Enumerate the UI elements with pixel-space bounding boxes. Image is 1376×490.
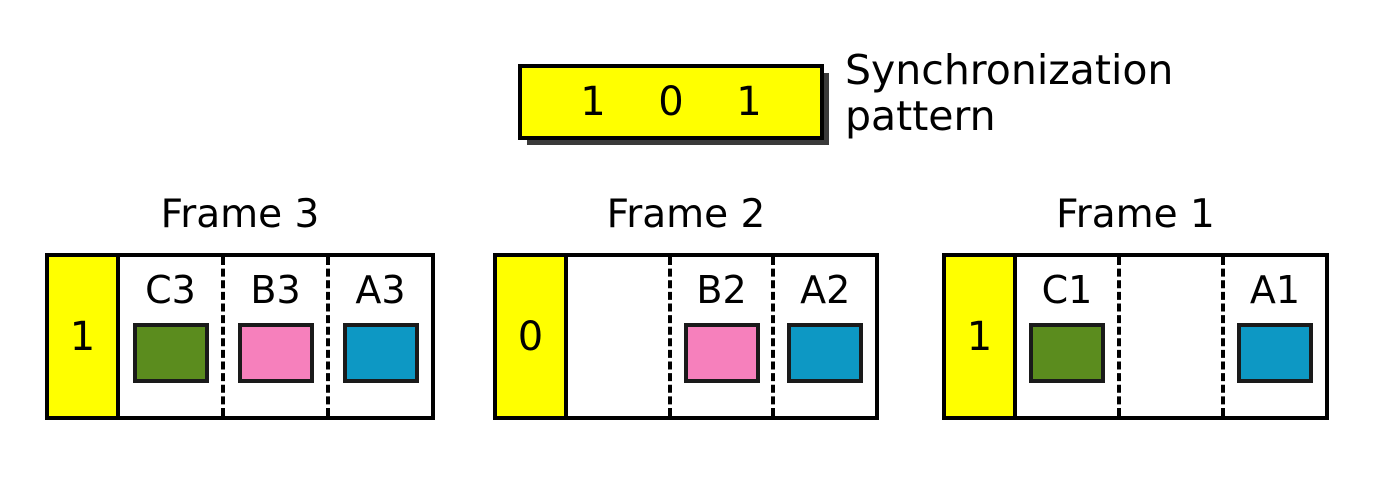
frame-1-box: 1 C1 A1 bbox=[942, 253, 1329, 420]
frame-1-title: Frame 1 bbox=[1056, 192, 1215, 237]
frame-2-slots: B2 A2 bbox=[568, 257, 875, 416]
frame-3-sync-bit-cell: 1 bbox=[49, 257, 120, 416]
sync-pattern-box: 1 0 1 bbox=[518, 64, 824, 140]
frame-2-slot-a-block bbox=[787, 323, 864, 383]
frame-3: Frame 3 1 C3 B3 A3 bbox=[45, 195, 435, 420]
frame-3-slot-a: A3 bbox=[326, 257, 431, 416]
frame-2-slot-a-label: A2 bbox=[800, 268, 851, 312]
frame-2-title: Frame 2 bbox=[606, 192, 766, 237]
frame-2-box: 0 B2 A2 bbox=[493, 253, 879, 420]
frame-1-sync-bit-cell: 1 bbox=[946, 257, 1017, 416]
frame-3-slot-c: C3 bbox=[120, 257, 221, 416]
sync-bit: 0 bbox=[658, 79, 684, 125]
frame-2-sync-bit-cell: 0 bbox=[497, 257, 568, 416]
frame-3-slot-b-label: B3 bbox=[250, 268, 301, 312]
synchronization-pattern-group: 1 0 1 bbox=[518, 64, 829, 145]
frame-3-slot-b-block bbox=[237, 323, 314, 383]
frame-1-slots: C1 A1 bbox=[1017, 257, 1325, 416]
frame-3-slots: C3 B3 A3 bbox=[120, 257, 431, 416]
frame-2-slot-b: B2 bbox=[667, 257, 772, 416]
frame-2-slot-c bbox=[568, 257, 668, 416]
frame-1-slot-c-block bbox=[1029, 323, 1105, 383]
sync-pattern-bits: 1 0 1 bbox=[522, 82, 820, 122]
frame-3-slot-b: B3 bbox=[221, 257, 326, 416]
frame-2: Frame 2 0 B2 A2 bbox=[493, 195, 879, 420]
sync-pattern-caption: Synchronization pattern bbox=[845, 46, 1174, 140]
frame-1-slot-a-label: A1 bbox=[1249, 268, 1301, 312]
sync-bit: 1 bbox=[580, 79, 606, 125]
frame-2-slot-a: A2 bbox=[771, 257, 875, 416]
frame-1-slot-a: A1 bbox=[1221, 257, 1325, 416]
frame-1-slot-a-block bbox=[1237, 323, 1313, 383]
sync-bit: 1 bbox=[736, 79, 762, 125]
frame-1-slot-c: C1 bbox=[1017, 257, 1117, 416]
frame-1-slot-c-label: C1 bbox=[1041, 268, 1093, 312]
frame-1: Frame 1 1 C1 A1 bbox=[942, 195, 1329, 420]
frame-3-slot-a-block bbox=[342, 323, 419, 383]
frame-3-slot-c-block bbox=[132, 323, 209, 383]
frame-1-slot-b bbox=[1117, 257, 1221, 416]
frame-2-slot-b-block bbox=[683, 323, 760, 383]
frame-3-title: Frame 3 bbox=[160, 192, 320, 237]
frame-2-slot-b-label: B2 bbox=[696, 268, 747, 312]
frame-3-slot-c-label: C3 bbox=[145, 268, 196, 312]
frame-3-box: 1 C3 B3 A3 bbox=[45, 253, 435, 420]
frame-3-slot-a-label: A3 bbox=[355, 268, 406, 312]
